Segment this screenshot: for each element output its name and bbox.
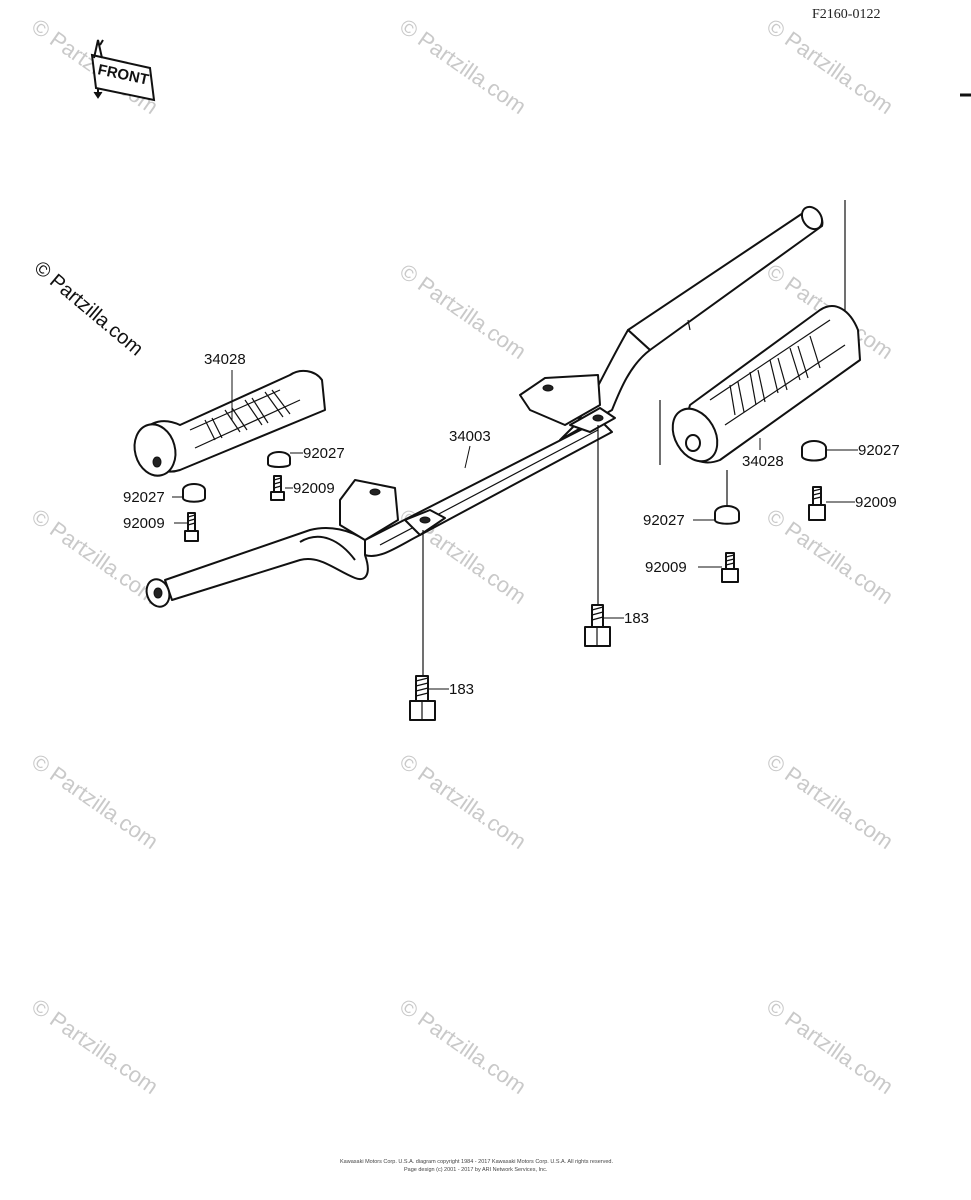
label-right-rubber: 34028 bbox=[742, 453, 784, 470]
watermark-text: © Partzilla.com bbox=[762, 994, 898, 1100]
partzilla-watermark: © Partzilla.com bbox=[30, 257, 147, 360]
right-footpeg-rubber bbox=[659, 200, 861, 465]
label-left-upper-bushing: 92027 bbox=[303, 445, 345, 462]
front-arrow-icon: FRONT bbox=[90, 39, 156, 102]
label-right-lower-bolt: 92009 bbox=[645, 559, 687, 576]
svg-text:© Partzilla.com: © Partzilla.com bbox=[30, 257, 147, 360]
watermark-text: © Partzilla.com bbox=[395, 14, 531, 120]
watermark-text: © Partzilla.com bbox=[395, 749, 531, 855]
left-upper-bolt bbox=[270, 475, 285, 501]
diagram-code: F2160-0122 bbox=[812, 7, 880, 22]
footrest-bar bbox=[145, 205, 824, 608]
left-lower-bolt bbox=[184, 512, 199, 542]
watermark-text: © Partzilla.com bbox=[762, 504, 898, 610]
left-footpeg-rubber bbox=[133, 369, 326, 477]
label-left-bolt: 183 bbox=[449, 681, 474, 698]
watermark-text: © Partzilla.com bbox=[27, 749, 163, 855]
label-right-lower-bushing: 92027 bbox=[643, 512, 685, 529]
left-upper-bushing bbox=[267, 451, 291, 468]
label-center-bolt: 183 bbox=[624, 610, 649, 627]
watermarks: © Partzilla.com © Partzilla.com © Partzi… bbox=[27, 14, 898, 1100]
left-bolt bbox=[409, 530, 436, 721]
copyright-line-2: Page design (c) 2001 - 2017 by ARI Netwo… bbox=[404, 1167, 548, 1173]
label-left-lower-bolt: 92009 bbox=[123, 515, 165, 532]
right-lower-bolt bbox=[721, 552, 739, 583]
label-left-rubber: 34028 bbox=[204, 351, 246, 368]
watermark-text: © Partzilla.com bbox=[395, 994, 531, 1100]
watermark-text: © Partzilla.com bbox=[762, 14, 898, 120]
watermark-text: © Partzilla.com bbox=[27, 994, 163, 1100]
watermark-text: © Partzilla.com bbox=[762, 749, 898, 855]
label-left-upper-bolt: 92009 bbox=[293, 480, 335, 497]
right-upper-bushing bbox=[801, 440, 827, 462]
copyright-line-1: Kawasaki Motors Corp. U.S.A. diagram cop… bbox=[340, 1159, 613, 1165]
label-right-upper-bolt: 92009 bbox=[855, 494, 897, 511]
left-lower-bushing bbox=[182, 483, 206, 503]
label-left-lower-bushing: 92027 bbox=[123, 489, 165, 506]
center-bolt bbox=[584, 425, 611, 647]
right-upper-bolt bbox=[808, 486, 826, 521]
watermark-text: © Partzilla.com bbox=[395, 259, 531, 365]
label-right-upper-bushing: 92027 bbox=[858, 442, 900, 459]
label-footrest-bar: 34003 bbox=[449, 428, 491, 445]
right-lower-bushing bbox=[714, 470, 740, 525]
